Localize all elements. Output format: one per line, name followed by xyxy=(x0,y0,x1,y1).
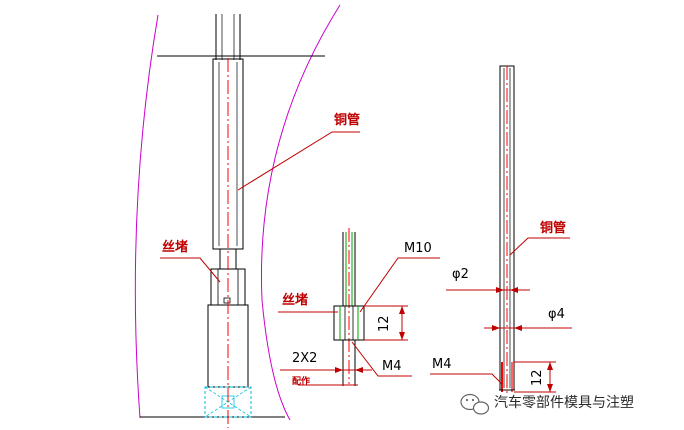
label-plug-mid: 丝堵 xyxy=(282,292,308,308)
leader-copper-tube-left xyxy=(237,131,360,191)
leader-plug-left xyxy=(160,257,221,283)
label-m10: M10 xyxy=(404,241,432,256)
middle-detail xyxy=(278,228,440,386)
left-assembly xyxy=(134,4,360,428)
watermark: 汽车零部件模具与注塑 xyxy=(460,393,634,415)
label-phi4: φ4 xyxy=(548,307,565,322)
label-m4-mid: M4 xyxy=(382,359,402,374)
label-phi2: φ2 xyxy=(452,267,469,282)
label-plug-left: 丝堵 xyxy=(162,239,188,255)
label-m4-right: M4 xyxy=(432,357,452,372)
mold-surface-left-arc xyxy=(134,14,159,419)
mold-surface-right-arc xyxy=(261,4,341,421)
leader-m10 xyxy=(359,257,440,313)
watermark-text: 汽车零部件模具与注塑 xyxy=(494,394,634,411)
leader-m4-mid xyxy=(351,341,412,377)
label-dim-12-mid: 12 xyxy=(377,315,392,332)
plug-pin xyxy=(223,297,231,304)
label-2x2: 2X2 xyxy=(292,351,317,366)
label-copper-tube-left: 铜管 xyxy=(333,112,360,128)
leader-m4-right xyxy=(430,373,503,385)
label-copper-tube-right: 铜管 xyxy=(539,220,566,236)
leader-copper-tube-right xyxy=(509,237,570,256)
label-fit-note: 配作 xyxy=(292,375,310,387)
wechat-icon xyxy=(460,393,490,415)
plug-mid xyxy=(333,305,365,341)
label-dim-12-right: 12 xyxy=(530,369,545,386)
right-tube xyxy=(430,65,572,394)
